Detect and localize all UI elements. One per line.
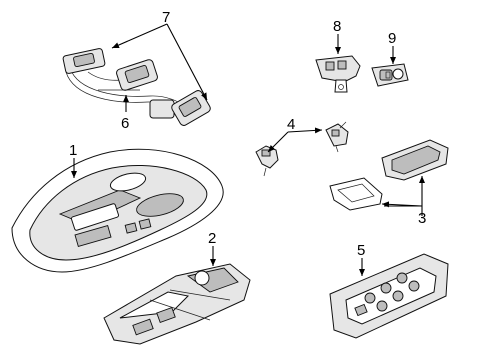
- callout-9: 9: [388, 30, 396, 47]
- harness-connectors-part: [62, 48, 211, 126]
- callout-4: 4: [287, 116, 295, 133]
- console-frame-part: [103, 263, 251, 345]
- callout-3: 3: [418, 210, 426, 227]
- leader-lines: [71, 23, 425, 276]
- callout-5: 5: [357, 242, 365, 259]
- bulb-clip-parts: [255, 121, 349, 177]
- callout-6: 6: [121, 115, 129, 132]
- lens-parts: [329, 139, 449, 211]
- console-housing-part: [11, 148, 224, 273]
- callout-2: 2: [208, 230, 216, 247]
- lamp-socket-part: [315, 55, 361, 93]
- callout-8: 8: [333, 18, 341, 35]
- switch-part: [371, 63, 409, 87]
- callout-1: 1: [69, 142, 77, 159]
- callout-labels: 7 6 8 9 4 3 1 2 5: [69, 9, 426, 259]
- callout-7: 7: [162, 9, 170, 26]
- console-module-part: [329, 253, 449, 339]
